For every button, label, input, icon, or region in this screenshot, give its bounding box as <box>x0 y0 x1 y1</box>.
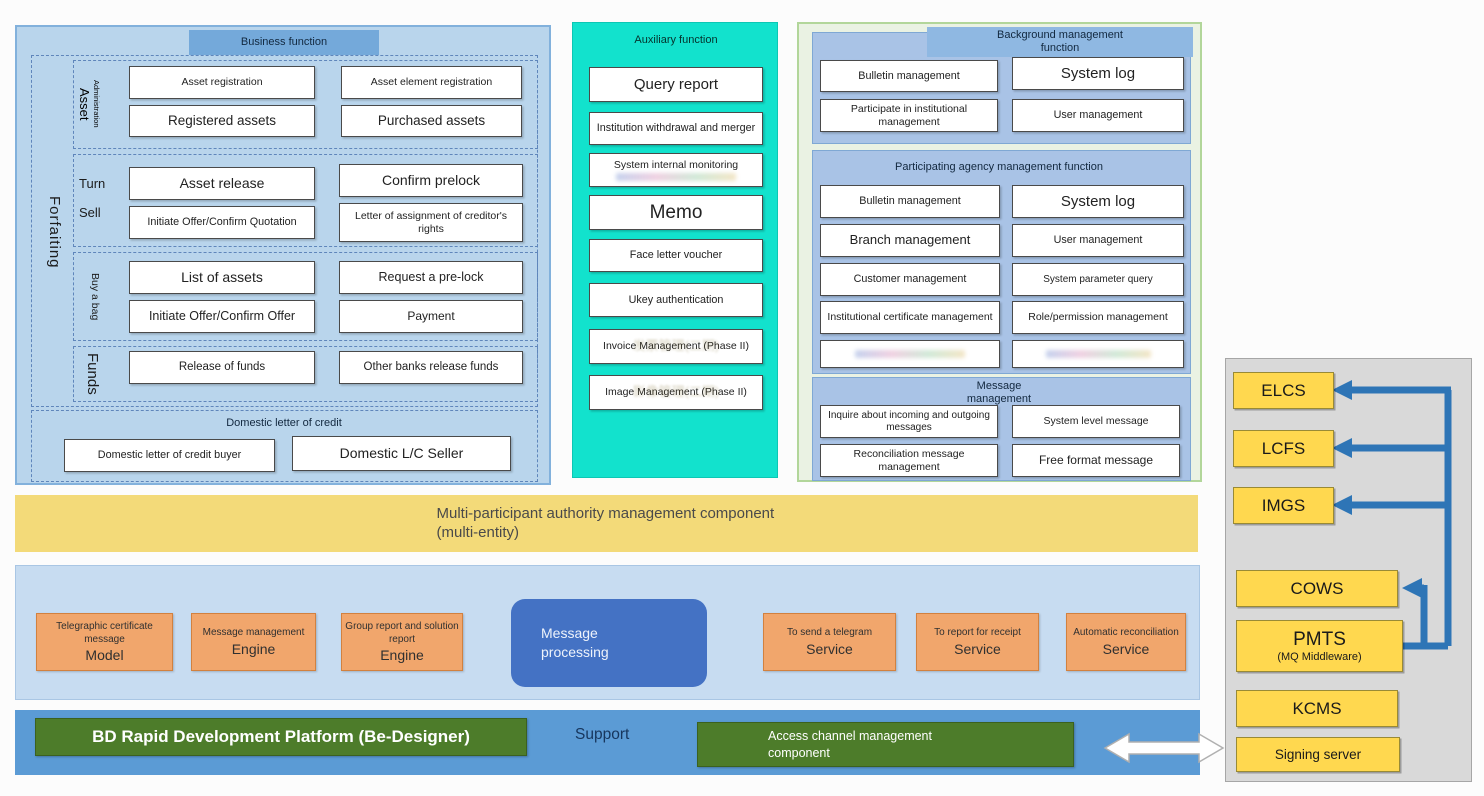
box-system-parameter-query: System parameter query <box>1012 263 1184 296</box>
domestic-lc-group-border <box>31 410 538 482</box>
auxiliary-function-panel: Auxiliary function Query report Institut… <box>572 22 778 478</box>
box-release-of-funds: Release of funds <box>129 351 315 384</box>
system-signing-server: Signing server <box>1236 737 1400 772</box>
box-system-level-message: System level message <box>1012 405 1180 438</box>
access-channel-box: Access channel management component <box>697 722 1074 767</box>
box-initiate-offer-confirm-quotation: Initiate Offer/Confirm Quotation <box>129 206 315 239</box>
turn-sell-group-border <box>73 154 538 247</box>
box-bulletin-management-admin: Bulletin management <box>820 60 998 92</box>
box-role-permission-management: Role/permission management <box>1012 301 1184 334</box>
buy-bag-group-border <box>73 252 538 341</box>
box-user-management-agency: User management <box>1012 224 1184 257</box>
module-telegraphic-certificate-message-model: Telegraphic certificate message Model <box>36 613 173 671</box>
system-cows: COWS <box>1236 570 1398 607</box>
module-report-for-receipt-service: To report for receipt Service <box>916 613 1039 671</box>
asset-admin-label: Asset Administration <box>77 80 101 128</box>
box-asset-release: Asset release <box>129 167 315 200</box>
pmts-subtitle: (MQ Middleware) <box>1277 651 1362 663</box>
external-systems-panel: ELCS LCFS IMGS COWS PMTS (MQ Middleware)… <box>1225 358 1472 782</box>
box-free-format-message: Free format message <box>1012 444 1180 477</box>
box-branch-management: Branch management <box>820 224 1000 257</box>
box-domestic-lc-buyer: Domestic letter of credit buyer <box>64 439 275 472</box>
message-subpanel-title: Message management <box>966 379 1032 405</box>
module-send-telegram-service: To send a telegram Service <box>763 613 896 671</box>
background-management-panel: Background management function Bulletin … <box>797 22 1202 482</box>
forfaiting-label: Forfaiting <box>46 195 63 269</box>
box-confirm-prelock: Confirm prelock <box>339 164 523 197</box>
platform-external-arrow <box>1103 732 1225 764</box>
box-image-management: Image Management (Phase II) 影像管理(二期) <box>589 375 763 410</box>
platform-banner: BD Rapid Development Platform (Be-Design… <box>15 710 1200 775</box>
box-memo: Memo <box>589 195 763 230</box>
module-message-management-engine: Message management Engine <box>191 613 316 671</box>
auxiliary-function-title: Auxiliary function <box>634 34 718 47</box>
authority-banner: Multi-participant authority management c… <box>15 495 1198 552</box>
background-management-title: Background management function <box>927 27 1193 57</box>
support-label: Support <box>575 726 630 743</box>
buy-bag-label: Buy a bag <box>89 273 101 321</box>
business-function-panel: Business function Forfaiting Asset Admin… <box>15 25 551 485</box>
box-invoice-management: Invoice Management (Phase II) 发票管理(二期) <box>589 329 763 364</box>
box-unreadable-left <box>820 340 1000 368</box>
box-participate-institutional-management: Participate in institutional management <box>820 99 998 132</box>
blurred-text-smudge <box>1045 350 1151 358</box>
bd-platform-box: BD Rapid Development Platform (Be-Design… <box>35 718 527 756</box>
box-face-letter-voucher: Face letter voucher <box>589 239 763 272</box>
box-institutional-certificate-management: Institutional certificate management <box>820 301 1000 334</box>
funds-label: Funds <box>84 353 101 395</box>
box-initiate-offer-confirm-offer: Initiate Offer/Confirm Offer <box>129 300 315 333</box>
blurred-text-smudge <box>855 350 965 358</box>
box-other-banks-release-funds: Other banks release funds <box>339 351 523 384</box>
messaging-block: Telegraphic certificate message Model Me… <box>15 565 1200 700</box>
box-asset-element-registration: Asset element registration <box>341 66 522 99</box>
system-imgs: IMGS <box>1233 487 1334 524</box>
business-function-title: Business function <box>189 30 379 55</box>
external-connectors <box>1332 380 1452 650</box>
box-customer-management: Customer management <box>820 263 1000 296</box>
message-processing-box: Message processing <box>511 599 707 687</box>
system-elcs: ELCS <box>1233 372 1334 409</box>
box-request-pre-lock: Request a pre-lock <box>339 261 523 294</box>
box-domestic-lc-seller: Domestic L/C Seller <box>292 436 511 471</box>
box-system-internal-monitoring: System internal monitoring <box>589 153 763 187</box>
module-automatic-reconciliation-service: Automatic reconciliation Service <box>1066 613 1186 671</box>
box-ukey-authentication: Ukey authentication <box>589 283 763 317</box>
agency-subpanel-title: Participating agency management function <box>895 161 1103 174</box>
system-lcfs: LCFS <box>1233 430 1334 467</box>
domestic-lc-title: Domestic letter of credit <box>226 417 342 430</box>
asset-admin-group-border <box>73 60 538 149</box>
box-inquire-incoming-outgoing-messages: Inquire about incoming and outgoing mess… <box>820 405 998 438</box>
box-asset-registration: Asset registration <box>129 66 315 99</box>
box-query-report: Query report <box>589 67 763 102</box>
turn-sell-label: Turn Sell <box>79 176 106 220</box>
module-group-report-engine: Group report and solution report Engine <box>341 613 463 671</box>
box-letter-of-assignment: Letter of assignment of creditor's right… <box>339 203 523 242</box>
box-system-log-admin: System log <box>1012 57 1184 90</box>
blurred-text-smudge <box>616 172 736 181</box>
box-reconciliation-message-management: Reconciliation message management <box>820 444 998 477</box>
box-user-management-admin: User management <box>1012 99 1184 132</box>
authority-banner-text: Multi-participant authority management c… <box>436 504 775 541</box>
system-kcms: KCMS <box>1236 690 1398 727</box>
box-list-of-assets: List of assets <box>129 261 315 294</box>
box-payment: Payment <box>339 300 523 333</box>
box-institution-withdrawal-merger: Institution withdrawal and merger <box>589 112 763 145</box>
funds-group-border <box>73 346 538 402</box>
system-pmts: PMTS (MQ Middleware) <box>1236 620 1403 672</box>
box-registered-assets: Registered assets <box>129 105 315 137</box>
box-unreadable-right <box>1012 340 1184 368</box>
box-purchased-assets: Purchased assets <box>341 105 522 137</box>
box-system-log-agency: System log <box>1012 185 1184 218</box>
box-bulletin-management-agency: Bulletin management <box>820 185 1000 218</box>
